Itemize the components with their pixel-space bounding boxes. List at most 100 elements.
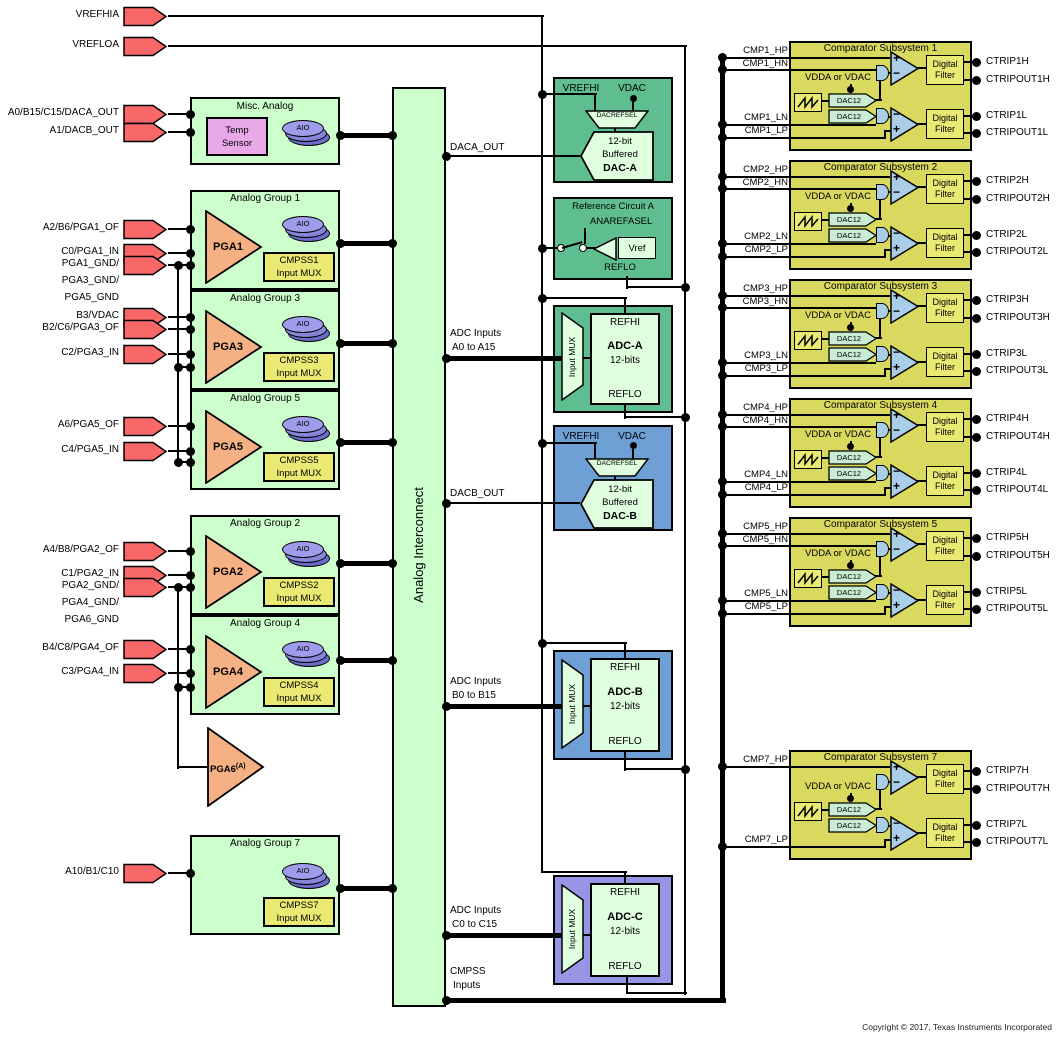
junction-dot — [442, 354, 451, 363]
bus-wire — [446, 997, 726, 1003]
ctrip-output-label: CTRIP3H — [986, 294, 1029, 305]
comparator-subsystem: Comparator Subsystem 5 CMP5_HP CMP5_HN C… — [714, 517, 1057, 631]
wire — [875, 218, 882, 220]
plus-sign: + — [893, 598, 901, 612]
wire — [625, 416, 687, 418]
wire — [821, 338, 829, 340]
pga-label: PGA4 — [213, 666, 243, 678]
comparator-subsystem-title: Comparator Subsystem 1 — [823, 43, 938, 54]
comparator-triangle-high — [890, 170, 920, 205]
output-dot — [972, 588, 981, 597]
dac12-symbol-high — [828, 93, 878, 108]
analog-group-block: Analog Group 2 PGA2 AIO CMPSS2 Input MUX — [190, 515, 340, 615]
input-arrow-vrefhia — [123, 6, 168, 30]
junction-dot — [186, 669, 195, 678]
cmpss-mux-line2: Input MUX — [276, 693, 322, 704]
wire — [722, 414, 890, 416]
vdda-vdac-label: VDDA or VDAC — [805, 310, 871, 321]
digital-filter-line2: Filter — [935, 189, 955, 199]
output-dot — [972, 129, 981, 138]
junction-dot — [186, 110, 195, 119]
input-arrow-gnd246_1 — [123, 577, 168, 601]
wire — [542, 442, 597, 444]
junction-dot — [718, 358, 727, 367]
pin-arrow-icon — [123, 344, 168, 365]
bus-wire — [340, 240, 394, 246]
cmp-input-label-lp: CMP7_LP — [744, 834, 788, 845]
dac12-low-label: DAC12 — [836, 350, 862, 359]
digital-filter-line2: Filter — [935, 600, 955, 610]
wire — [178, 766, 209, 768]
junction-dot — [174, 261, 183, 270]
wire — [964, 841, 978, 843]
adc-c-bus-label2: C0 to C15 — [452, 919, 498, 930]
junction-dot — [388, 559, 397, 568]
comparator-mux-low — [876, 346, 889, 362]
wire — [964, 788, 978, 790]
temp-sensor-line2: Sensor — [221, 137, 253, 149]
dac12-symbol-low — [828, 585, 878, 600]
wire — [722, 600, 876, 602]
analog-group-block: Analog Group 4 PGA4 AIO CMPSS4 Input MUX — [190, 615, 340, 715]
wire — [821, 219, 829, 221]
adc-c-bits: 12-bits — [609, 926, 640, 937]
digital-filter-line2: Filter — [935, 481, 955, 491]
junction-dot — [718, 133, 727, 142]
pga6-footnote: (A) — [235, 763, 246, 770]
junction-dot — [186, 313, 195, 322]
dac12-symbol-low — [828, 109, 878, 124]
comparator-triangle-low — [890, 107, 920, 142]
group-aio-pins: AIO — [282, 416, 334, 446]
wire — [917, 776, 927, 778]
sawtooth-wave-icon — [797, 95, 819, 110]
wire — [632, 445, 634, 460]
wire — [627, 286, 687, 288]
pin-arrow-icon — [123, 863, 168, 884]
group-aio-pins: AIO — [282, 641, 334, 671]
vdda-junction-dot — [847, 795, 854, 802]
adc-c-bus-label1: ADC Inputs — [450, 905, 502, 916]
wire — [632, 98, 634, 112]
wire — [888, 548, 892, 550]
output-dot — [972, 767, 981, 776]
wire — [722, 57, 890, 59]
pga-label: PGA5 — [213, 441, 243, 453]
pin-label: C3/PGA4_IN — [61, 666, 119, 677]
wire — [964, 251, 978, 253]
wire — [584, 228, 586, 244]
wire — [875, 337, 882, 339]
pga6-label: PGA6(A) — [210, 763, 246, 776]
junction-dot — [630, 442, 637, 449]
wire — [168, 648, 192, 650]
cmpss-mux-line2: Input MUX — [276, 268, 322, 279]
output-dot — [972, 314, 981, 323]
dac-a-symbol — [580, 131, 654, 181]
junction-dot — [718, 490, 727, 499]
wire — [888, 310, 892, 312]
dac12-symbol-low — [828, 228, 878, 243]
dacrefsel-b-label: DACREFSEL — [596, 460, 638, 467]
digital-filter-line2: Filter — [935, 779, 955, 789]
pin-arrow-icon — [123, 255, 168, 276]
comparator-triangle-low — [890, 816, 920, 851]
dac12-low-label: DAC12 — [836, 231, 862, 240]
wire — [168, 450, 192, 452]
ctrip-output-label: CTRIP7L — [986, 819, 1028, 830]
temp-sensor-box: Temp Sensor — [206, 117, 268, 156]
junction-dot — [681, 283, 690, 292]
wire — [964, 234, 978, 236]
switch-contact-icon — [579, 244, 587, 252]
wire — [722, 494, 886, 496]
junction-dot — [630, 95, 637, 102]
output-dot — [972, 231, 981, 240]
wire — [888, 429, 892, 431]
pin-label: A0/B15/C15/DACA_OUT — [7, 107, 119, 118]
vdda-vdac-label: VDDA or VDAC — [805, 548, 871, 559]
wire — [614, 475, 616, 481]
aio-label: AIO — [282, 416, 324, 433]
wire — [879, 438, 881, 458]
output-dot — [972, 552, 981, 561]
digital-filter-line2: Filter — [935, 427, 955, 437]
dac12-symbol-low — [828, 466, 878, 481]
comparator-triangle-low — [890, 464, 920, 499]
